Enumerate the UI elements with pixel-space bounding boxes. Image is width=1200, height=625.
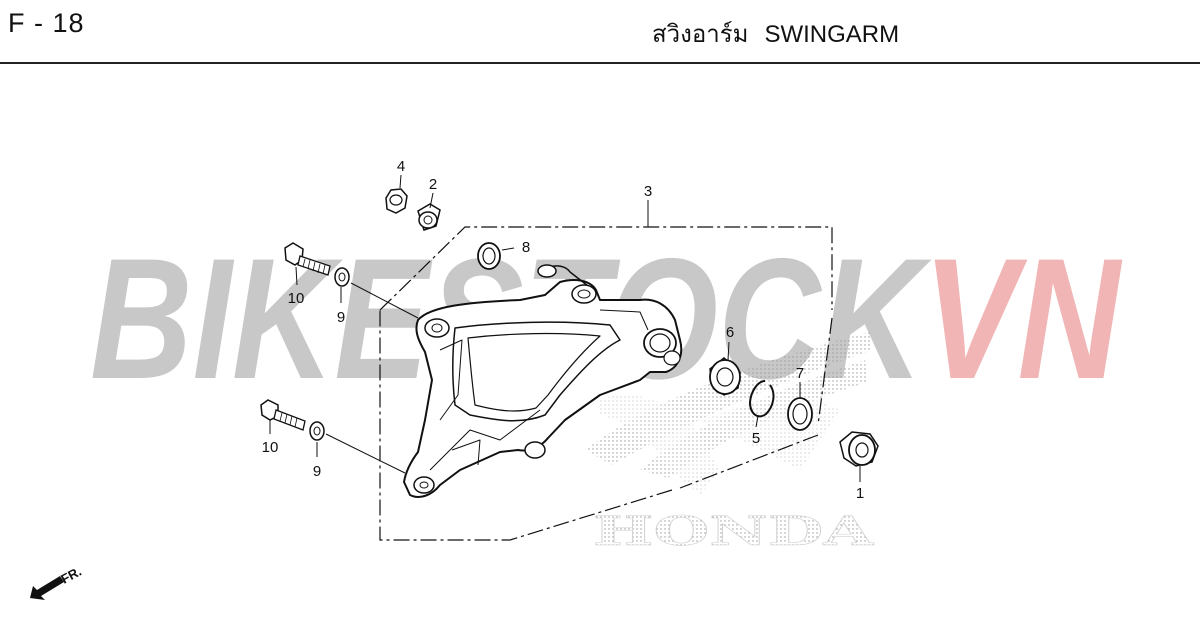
callout-6: 6 [726,324,734,341]
page-title-english: SWINGARM [764,21,900,48]
part-8-oil-seal [477,242,501,270]
page-title: สวิงอาร์ม SWINGARM [652,14,899,53]
honda-brand-text: HONDA [593,508,875,555]
callout-2: 2 [429,176,437,193]
front-direction-arrow-icon [30,576,64,600]
part-1-collar [839,431,879,467]
callout-9-upper: 9 [337,309,345,326]
front-label: FR. [58,564,84,587]
part-9-washer-upper [334,267,350,287]
part-10-bolt-upper [284,242,331,276]
part-4-nut [385,188,408,214]
page-title-thai: สวิงอาร์ม [652,21,749,48]
part-5-circlip [748,380,775,418]
part-2-collar [417,203,441,231]
callout-9-lower: 9 [313,463,321,480]
callout-5: 5 [752,430,760,447]
swingarm-part [403,264,683,498]
callout-3: 3 [644,183,652,200]
callout-10-upper: 10 [288,290,305,307]
callout-7: 7 [796,365,804,382]
front-direction-indicator: FR. [30,564,84,600]
page-header: F - 18 สวิงอาร์ม SWINGARM [0,0,1200,64]
exploded-parts-diagram: BIKESTOCKVN HONDA [30,158,1123,600]
callout-1: 1 [856,485,864,502]
page-code: F - 18 [8,8,85,38]
callout-4: 4 [397,158,405,175]
callout-8: 8 [522,239,530,256]
watermark-accent-text: VN [923,223,1123,415]
leader-lines [269,174,861,482]
part-7-dust-seal [787,397,813,431]
callout-10-lower: 10 [262,439,279,456]
callout-labels: 4 2 3 8 10 9 10 9 6 5 7 1 [262,158,865,502]
part-6-bearing [709,357,741,396]
part-9-washer-lower [309,421,325,441]
part-10-bolt-lower [260,399,306,431]
